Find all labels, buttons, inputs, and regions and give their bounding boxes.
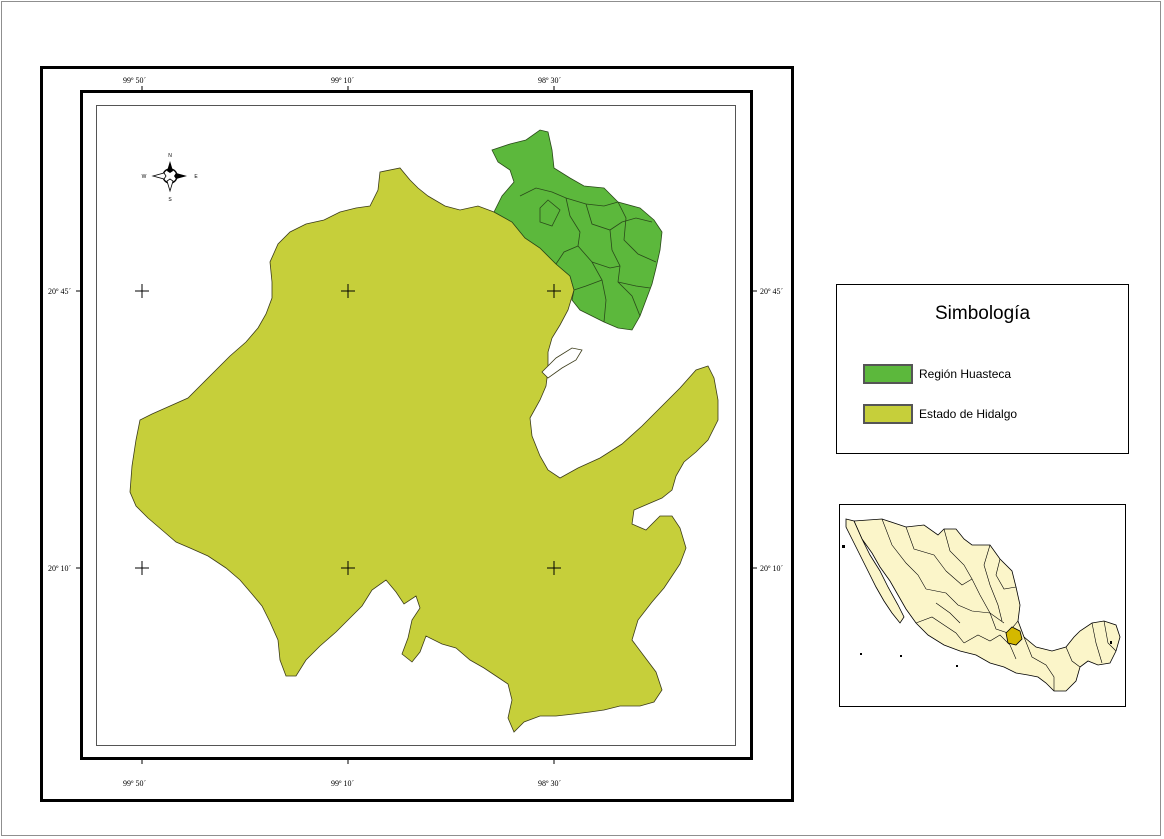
mexico-state-boundaries — [881, 518, 1117, 691]
compass-south-label: S — [168, 197, 172, 203]
bottom-tick-label-2: 99º 10´ — [331, 779, 355, 788]
compass-rose-icon: N S W E — [142, 153, 199, 203]
right-tick-label-2: 20º 10´ — [760, 564, 784, 573]
top-tick-label-1: 99º 50´ — [123, 76, 147, 85]
huasteca-swatch — [863, 364, 913, 384]
left-tick-label-2: 20º 10´ — [48, 564, 72, 573]
inset-map-panel — [839, 504, 1126, 707]
hidalgo-swatch — [863, 404, 913, 424]
compass-east-label: E — [194, 174, 198, 180]
legend-title: Simbología — [934, 303, 1031, 324]
frame-tick-marks — [76, 86, 757, 764]
huasteca-municipal-boundaries — [519, 187, 657, 323]
legend-item-label: Estado de Hidalgo — [919, 407, 1018, 421]
map-outer-frame — [40, 66, 794, 802]
legend-panel: Simbología Región Huasteca Estado de Hid… — [836, 284, 1129, 454]
legend-item-hidalgo: Estado de Hidalgo — [863, 403, 1017, 425]
legend-item-huasteca: Región Huasteca — [863, 363, 1011, 385]
hidalgo-highlight-shape — [1005, 626, 1023, 646]
baja-california-shape — [845, 518, 905, 624]
compass-north-label: N — [168, 153, 172, 159]
legend-item-label: Región Huasteca — [919, 367, 1012, 381]
right-tick-label-1: 20º 45´ — [760, 287, 784, 296]
hidalgo-state-shape — [129, 167, 719, 733]
bottom-tick-label-1: 99º 50´ — [123, 779, 147, 788]
mexico-inset-map — [842, 518, 1121, 692]
lake-shape — [541, 347, 583, 379]
left-tick-label-1: 20º 45´ — [48, 287, 72, 296]
top-tick-label-3: 98º 30´ — [538, 76, 562, 85]
map-data-frame — [96, 105, 736, 746]
mexico-islands — [842, 545, 1112, 667]
graticule-crosses — [135, 284, 561, 575]
bottom-tick-label-3: 98º 30´ — [538, 779, 562, 788]
top-tick-label-2: 99º 10´ — [331, 76, 355, 85]
compass-west-label: W — [142, 174, 147, 180]
map-inner-frame — [80, 90, 753, 760]
